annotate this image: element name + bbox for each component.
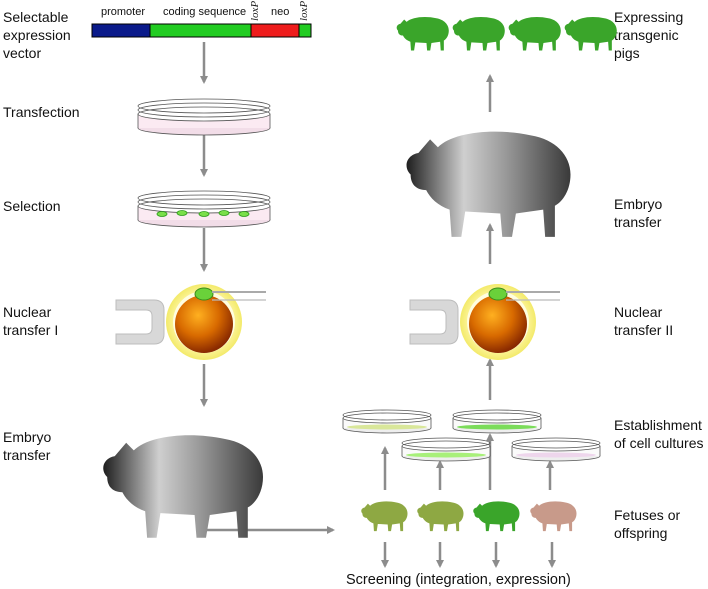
cell-culture-dish bbox=[452, 409, 542, 434]
vector-coding-segment bbox=[149, 23, 252, 38]
vector-label-promoter: promoter bbox=[101, 6, 146, 18]
vector-neo-segment bbox=[250, 23, 300, 38]
label-transfection: Transfection bbox=[3, 104, 80, 120]
expression-vector-bar bbox=[91, 23, 312, 38]
label-nuclear-transfer-1: Nuclear transfer I bbox=[3, 304, 59, 338]
label-embryo-transfer-1: Embryo transfer bbox=[3, 429, 52, 463]
right-flow-arrows bbox=[381, 74, 556, 568]
cell-culture-dish bbox=[342, 409, 432, 434]
transgenic-pig bbox=[564, 16, 617, 51]
transgenic-pig bbox=[396, 16, 449, 51]
label-nuclear-transfer-2: Nuclear transfer II bbox=[614, 304, 674, 338]
label-expressing-transgenic-pigs: Expressing transgenic pigs bbox=[614, 9, 684, 61]
nuclear-transfer-1-cell bbox=[115, 283, 267, 361]
label-selection: Selection bbox=[3, 198, 61, 214]
transgenic-pigs-row bbox=[396, 16, 617, 51]
vector-label-neo: neo bbox=[271, 6, 290, 18]
vector-loxp-end-segment bbox=[298, 23, 312, 38]
recipient-sow-left bbox=[103, 435, 263, 538]
vector-label-coding-sequence: coding sequence bbox=[163, 6, 247, 18]
selection-dish bbox=[137, 190, 271, 228]
fetuses-offspring-row bbox=[361, 501, 577, 532]
offspring-pig bbox=[530, 501, 577, 532]
vector-promoter-segment bbox=[91, 23, 151, 38]
label-embryo-transfer-2: Embryo transfer bbox=[614, 196, 663, 230]
cell-culture-dish bbox=[511, 437, 601, 462]
label-fetuses-offspring: Fetuses or offspring bbox=[614, 507, 681, 541]
transfection-dish bbox=[137, 98, 271, 136]
label-selectable-expression-vector: Selectable expression vector bbox=[3, 9, 71, 61]
cell-culture-dish bbox=[401, 437, 491, 462]
offspring-pig bbox=[417, 501, 464, 532]
transgenic-pig bbox=[508, 16, 561, 51]
recipient-sow-right bbox=[406, 131, 571, 237]
label-establishment-cell-cultures: Establishment of cell cultures bbox=[614, 417, 704, 451]
offspring-pig bbox=[473, 501, 520, 532]
nuclear-transfer-2-cell bbox=[409, 283, 561, 361]
offspring-pig bbox=[361, 501, 408, 532]
transgenic-pig bbox=[452, 16, 505, 51]
label-screening: Screening (integration, expression) bbox=[346, 572, 571, 588]
